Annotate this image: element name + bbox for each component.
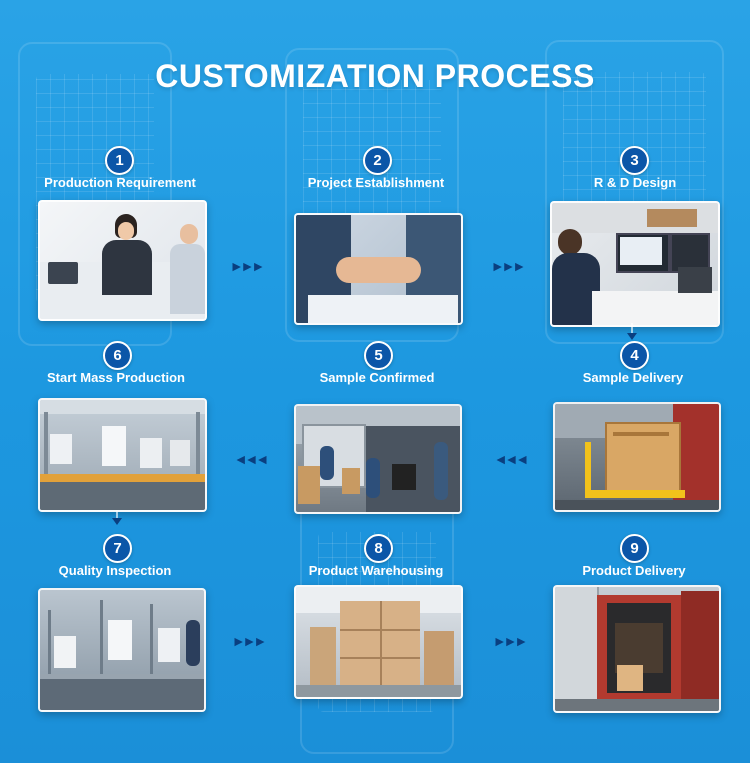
step-3-number-badge: 3	[620, 146, 649, 175]
step-8-label: Product Warehousing	[308, 563, 444, 578]
step-7-label: Quality Inspection	[58, 563, 172, 578]
step-8-number-badge: 8	[364, 534, 393, 563]
step-9-photo-product-delivery	[553, 585, 721, 713]
step-2-number-badge: 2	[363, 146, 392, 175]
arrow-step-3-to-4	[627, 333, 637, 340]
step-3-photo-rd-design	[550, 201, 720, 327]
step-1-number-badge: 1	[105, 146, 134, 175]
step-4-photo-sample-delivery	[553, 402, 721, 512]
step-5-label: Sample Confirmed	[319, 370, 435, 385]
arrow-step-1-to-2: ►►►	[229, 258, 266, 274]
step-4-number-badge: 4	[620, 341, 649, 370]
step-9-number-badge: 9	[620, 534, 649, 563]
arrow-step-7-to-8: ►►►	[231, 633, 268, 649]
step-4-label: Sample Delivery	[582, 370, 684, 385]
step-2-label: Project Establishment	[307, 175, 445, 190]
step-1-label: Production Requirement	[44, 175, 196, 190]
step-2-photo-handshake	[294, 213, 463, 325]
arrow-step-4-to-5: ◄◄◄	[493, 451, 530, 467]
page-title: CUSTOMIZATION PROCESS	[155, 58, 595, 94]
step-7-photo-quality-inspection	[38, 588, 206, 712]
step-7-number-badge: 7	[103, 534, 132, 563]
step-9-label: Product Delivery	[582, 563, 686, 578]
arrow-step-2-to-3: ►►►	[490, 258, 527, 274]
connector-line-6-to-7	[116, 510, 118, 518]
step-5-photo-sample-confirmed	[294, 404, 462, 514]
step-3-label: R & D Design	[593, 175, 677, 190]
step-5-number-badge: 5	[364, 341, 393, 370]
connector-line-3-to-4	[631, 323, 633, 333]
step-6-photo-mass-production	[38, 398, 207, 512]
step-8-photo-product-warehousing	[294, 585, 463, 699]
step-1-photo-meeting	[38, 200, 207, 321]
step-6-label: Start Mass Production	[47, 370, 185, 385]
arrow-step-5-to-6: ◄◄◄	[233, 451, 270, 467]
arrow-step-8-to-9: ►►►	[492, 633, 529, 649]
arrow-step-6-to-7	[112, 518, 122, 525]
step-6-number-badge: 6	[103, 341, 132, 370]
